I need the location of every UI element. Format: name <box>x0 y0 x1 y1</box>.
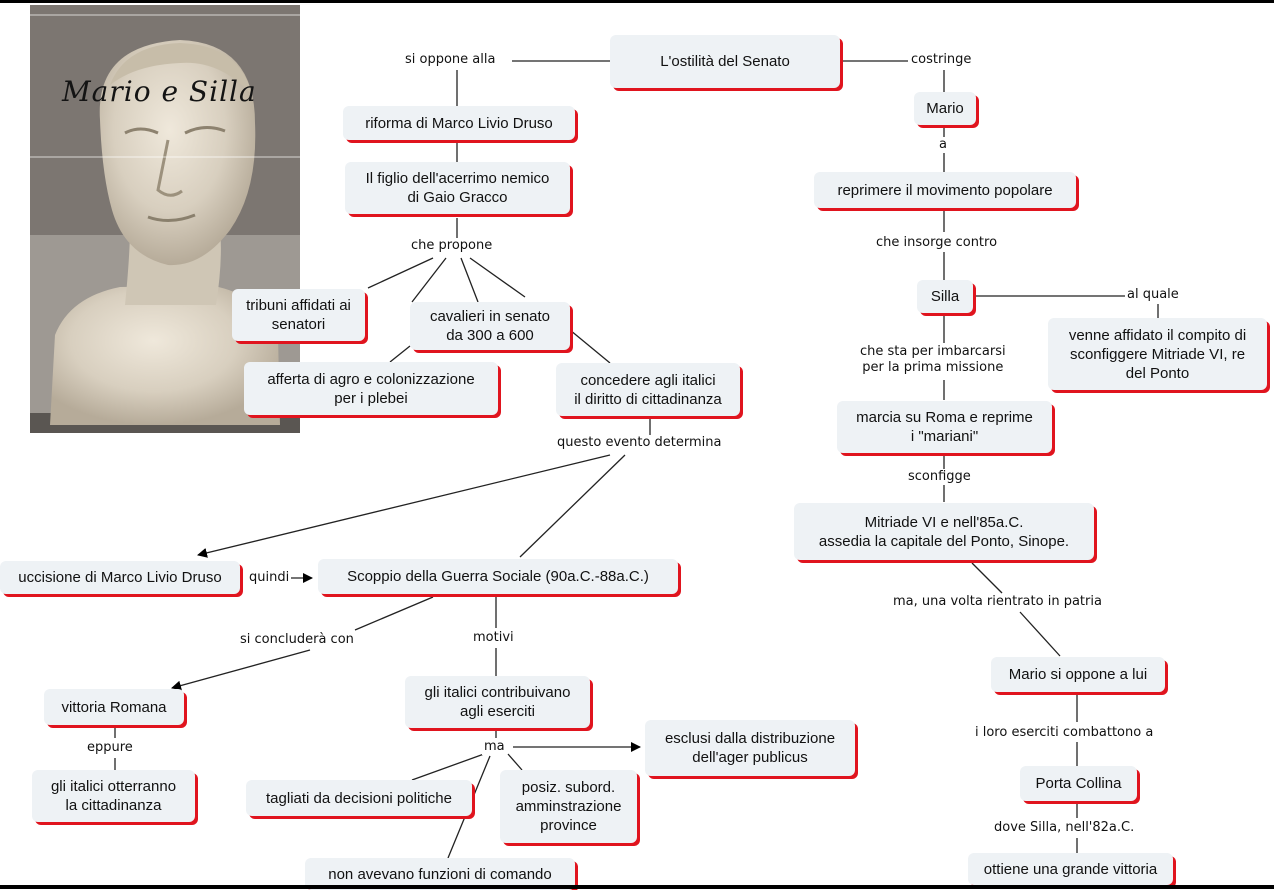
node-non-avevano[interactable]: non avevano funzioni di comando <box>305 858 575 890</box>
link-a: a <box>937 137 949 153</box>
node-uccisione[interactable]: uccisione di Marco Livio Druso <box>0 561 240 594</box>
node-reprimere[interactable]: reprimere il movimento popolare <box>814 172 1076 208</box>
image-title-text: Mario e Silla <box>62 75 257 108</box>
node-tagliati[interactable]: tagliati da decisioni politiche <box>246 780 472 816</box>
frame-bottom-border <box>0 885 1274 889</box>
link-ma: ma <box>482 739 507 755</box>
node-italici-contribuivano[interactable]: gli italici contribuivano agli eserciti <box>405 676 590 728</box>
link-che-propone: che propone <box>409 238 495 254</box>
link-motivi: motivi <box>471 630 516 646</box>
link-che-sta-per: che sta per imbarcarsi per la prima miss… <box>858 344 1008 376</box>
node-vittoria-romana[interactable]: vittoria Romana <box>44 689 184 725</box>
node-esclusi[interactable]: esclusi dalla distribuzione dell'ager pu… <box>645 720 855 776</box>
link-si-oppone-alla: si oppone alla <box>403 52 498 68</box>
link-ma-una-volta: ma, una volta rientrato in patria <box>891 594 1104 610</box>
node-ottiene-vittoria[interactable]: ottiene una grande vittoria <box>968 853 1173 885</box>
node-ostilita-senato[interactable]: L'ostilità del Senato <box>610 35 840 88</box>
link-costringe: costringe <box>909 52 974 68</box>
link-eppure: eppure <box>85 740 135 756</box>
node-scoppio[interactable]: Scoppio della Guerra Sociale (90a.C.-88a… <box>318 559 678 594</box>
node-marcia-roma[interactable]: marcia su Roma e reprime i "mariani" <box>837 401 1052 453</box>
node-mitriade[interactable]: Mitriade VI e nell'85a.C. assedia la cap… <box>794 503 1094 560</box>
node-mario[interactable]: Mario <box>914 92 976 125</box>
link-quindi: quindi <box>247 570 292 586</box>
link-si-concludera: si concluderà con <box>238 632 356 648</box>
node-afferta[interactable]: afferta di agro e colonizzazione per i p… <box>244 362 498 415</box>
frame-top-border <box>0 0 1274 3</box>
node-mario-oppone[interactable]: Mario si oppone a lui <box>991 657 1165 692</box>
node-italici-otterranno[interactable]: gli italici otterranno la cittadinanza <box>32 770 195 822</box>
node-posiz[interactable]: posiz. subord. amminstrazione province <box>500 770 637 843</box>
node-concedere[interactable]: concedere agli italici il diritto di cit… <box>556 363 740 416</box>
node-figlio-nemico[interactable]: Il figlio dell'acerrimo nemico di Gaio G… <box>345 162 570 214</box>
link-sconfigge: sconfigge <box>906 469 973 485</box>
link-che-insorge: che insorge contro <box>874 235 1000 251</box>
bust-portrait-image: Mario e Silla <box>30 5 300 433</box>
link-questo-evento: questo evento determina <box>555 435 724 451</box>
node-porta-collina[interactable]: Porta Collina <box>1020 766 1137 801</box>
node-riforma-druso[interactable]: riforma di Marco Livio Druso <box>343 106 575 140</box>
link-loro-eserciti: i loro eserciti combattono a <box>973 725 1156 741</box>
node-cavalieri[interactable]: cavalieri in senato da 300 a 600 <box>410 302 570 350</box>
link-dove-silla: dove Silla, nell'82a.C. <box>992 820 1137 836</box>
node-tribuni[interactable]: tribuni affidati ai senatori <box>232 289 365 341</box>
link-al-quale: al quale <box>1125 287 1181 303</box>
node-silla[interactable]: Silla <box>917 280 973 313</box>
node-venne-affidato[interactable]: venne affidato il compito di sconfiggere… <box>1048 318 1267 390</box>
